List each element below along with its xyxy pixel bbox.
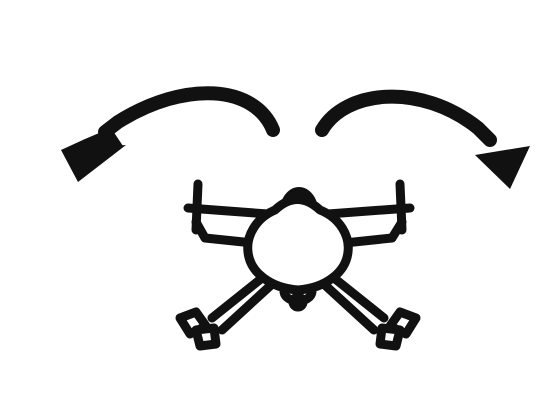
- right-lower-motor-b: [380, 328, 400, 346]
- drone-quadcopter-icon: [180, 184, 416, 346]
- curved-arrow-right-icon: [322, 97, 530, 189]
- curved-arrow-left-icon: [61, 93, 273, 182]
- right-upper-arm: [328, 208, 410, 214]
- left-upper-arm: [188, 208, 268, 214]
- left-lower-motor-b: [196, 328, 216, 346]
